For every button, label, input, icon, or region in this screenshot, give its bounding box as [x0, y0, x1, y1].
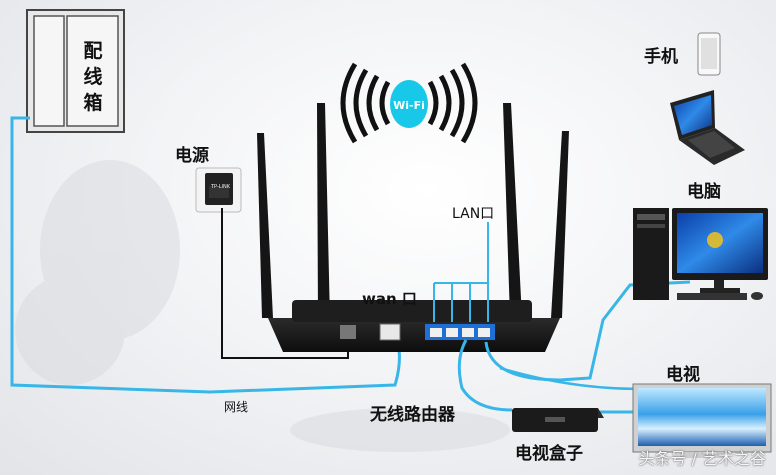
distribution-box-label: 配线箱 — [83, 40, 103, 114]
adapter-brand-label: TP-LINK — [211, 184, 231, 190]
wifi-icon: Wi-Fi — [340, 62, 478, 144]
wifi-logo-text: Wi-Fi — [393, 99, 425, 112]
router-antennas — [257, 103, 569, 320]
lan-port-label: LAN口 — [452, 206, 495, 222]
phone-label: 手机 — [644, 47, 678, 67]
wireless-router-label: 无线路由器 — [370, 405, 455, 425]
phone-icon — [697, 32, 721, 76]
power-socket-icon — [195, 167, 242, 213]
computer-label: 电脑 — [687, 182, 721, 202]
tv-box-cable — [457, 339, 513, 412]
background-cloud — [15, 160, 510, 452]
desktop-computer-icon — [633, 208, 768, 300]
computer-cable — [484, 280, 691, 382]
tv-label: 电视 — [666, 365, 700, 385]
lan-bracket — [433, 222, 489, 322]
watermark: 头条号 / 艺术之谷 — [638, 449, 766, 468]
laptop-icon — [670, 90, 745, 165]
wan-port-label: wan 口 — [362, 290, 417, 308]
power-label: 电源 — [175, 146, 209, 166]
network-cable-label: 网线 — [224, 400, 249, 414]
tv-box-icon — [512, 408, 604, 432]
tv-icon — [632, 383, 772, 458]
distribution-box-icon — [26, 9, 125, 133]
tv-box-label: 电视盒子 — [515, 444, 583, 464]
